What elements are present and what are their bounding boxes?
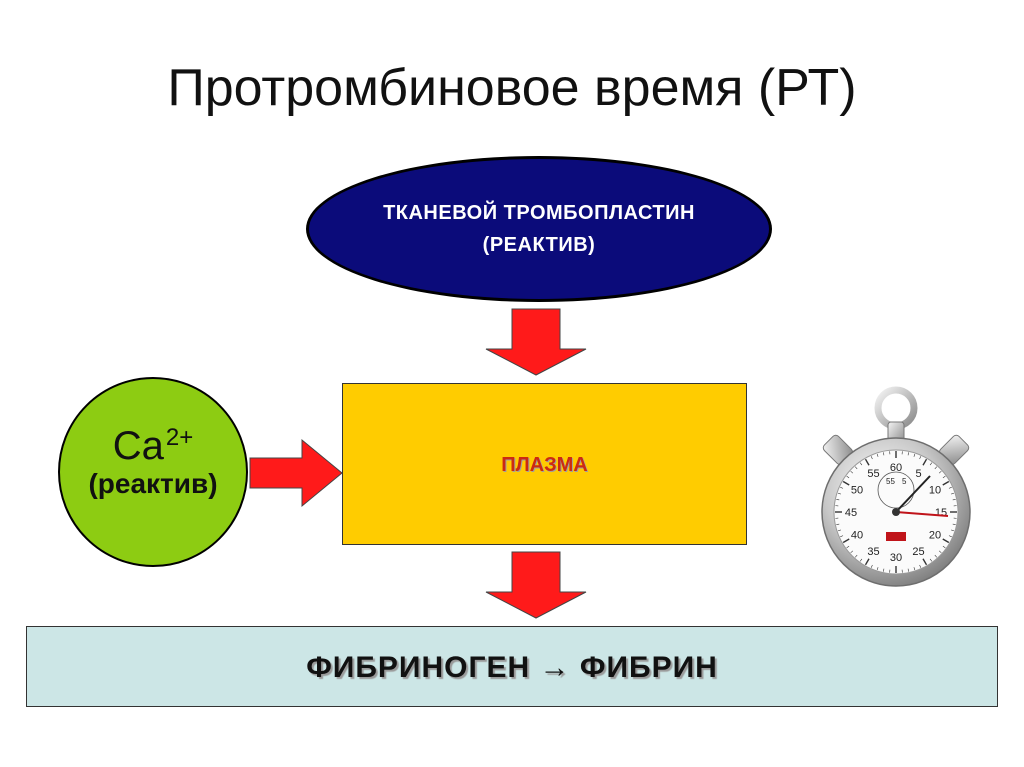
stopwatch-dial-number: 50 [851, 485, 863, 497]
calcium-symbol: Ca2+ [113, 426, 194, 466]
calcium-charge: 2+ [166, 424, 193, 451]
subdial-55: 55 [886, 477, 895, 486]
arrow-down-top [486, 309, 586, 375]
arrow-down-bottom [486, 552, 586, 618]
stopwatch-logo [886, 532, 906, 541]
ellipse-line-1: ТКАНЕВОЙ ТРОМБОПЛАСТИН [383, 197, 695, 229]
tissue-thromboplastin-ellipse: ТКАНЕВОЙ ТРОМБОПЛАСТИН (РЕАКТИВ) [306, 156, 772, 302]
arrow-right [250, 440, 342, 506]
calcium-circle: Ca2+ (реактив) [58, 377, 248, 567]
plasma-box: ПЛАЗМА [342, 383, 747, 545]
stopwatch-dial-number: 40 [851, 530, 863, 542]
fibrinogen-fibrin-label: ФИБРИНОГЕН → ФИБРИН [27, 651, 997, 685]
stopwatch-dial-number: 5 [915, 468, 921, 480]
stopwatch-dial-number: 30 [890, 552, 902, 564]
plasma-label: ПЛАЗМА [343, 454, 746, 477]
stopwatch-dial-number: 10 [929, 485, 941, 497]
stopwatch-dial-number: 45 [845, 507, 857, 519]
stopwatch-dial-number: 35 [867, 546, 879, 558]
stopwatch-dial-number: 20 [929, 530, 941, 542]
calcium-reagent-label: (реактив) [88, 468, 217, 500]
stopwatch-dial-number: 25 [912, 546, 924, 558]
stopwatch-dial-number: 55 [867, 468, 879, 480]
page-title: Протромбиновое время (РТ) [0, 58, 1024, 118]
fibrinogen-fibrin-box: ФИБРИНОГЕН → ФИБРИН [26, 626, 998, 707]
ellipse-line-2: (РЕАКТИВ) [483, 229, 596, 261]
stopwatch-dial-number: 15 [935, 507, 947, 519]
subdial-5: 5 [902, 477, 907, 486]
